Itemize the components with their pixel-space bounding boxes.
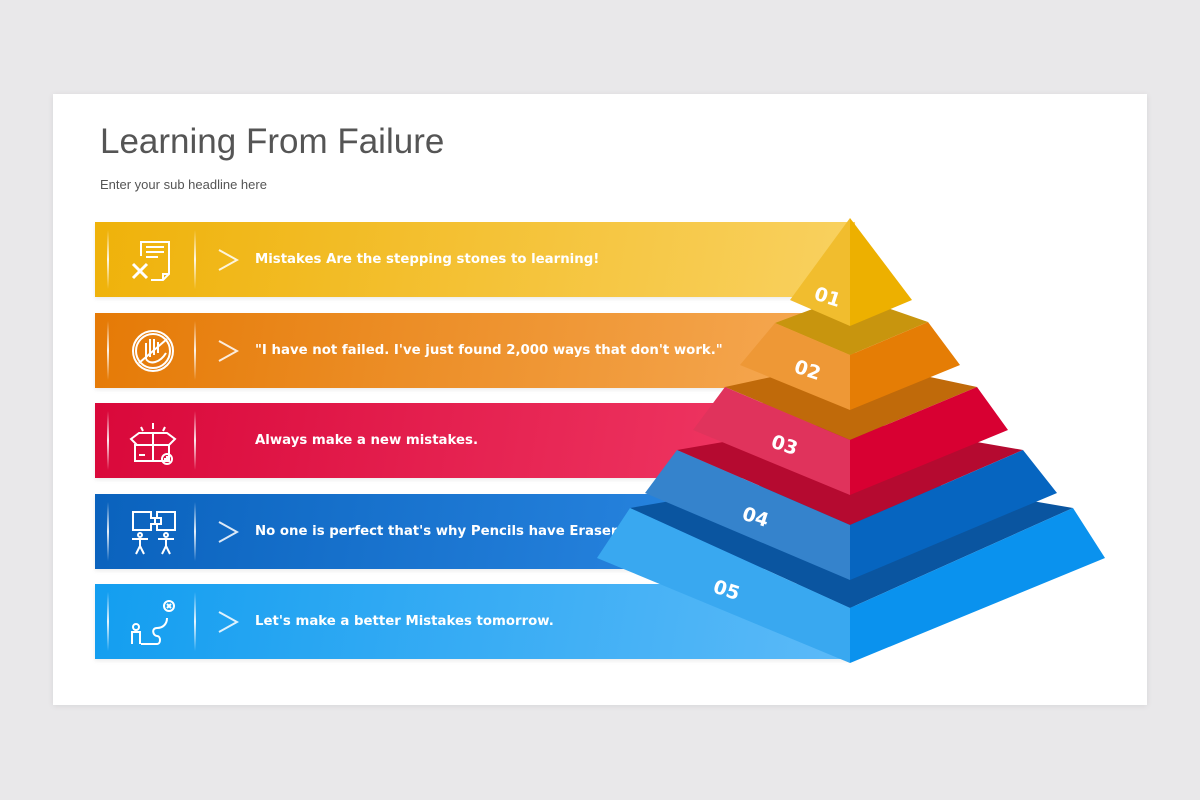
- divider: [194, 592, 196, 651]
- item-text: Always make a new mistakes.: [255, 433, 478, 448]
- divider: [107, 502, 109, 561]
- divider: [194, 230, 196, 289]
- page-title: Learning From Failure: [100, 122, 445, 161]
- divider: [107, 411, 109, 470]
- divider: [194, 502, 196, 561]
- pyramid-tier-01: 01: [790, 218, 912, 326]
- divider: [194, 411, 196, 470]
- item-text: "I have not failed. I've just found 2,00…: [255, 343, 723, 358]
- gift-box-stars-icon: [129, 423, 177, 465]
- divider: [107, 592, 109, 651]
- chevron-right-icon: [218, 611, 239, 633]
- item-text: Let's make a better Mistakes tomorrow.: [255, 614, 554, 629]
- item-text: No one is perfect that's why Pencils hav…: [255, 524, 631, 539]
- divider: [107, 230, 109, 289]
- list-item-01: Mistakes Are the stepping stones to lear…: [95, 222, 855, 297]
- person-path-x-icon: [131, 600, 175, 645]
- divider: [107, 321, 109, 380]
- chevron-right-icon: [218, 340, 239, 362]
- list-item-02: "I have not failed. I've just found 2,00…: [95, 313, 855, 388]
- puzzle-people-icon: [132, 511, 176, 555]
- chevron-right-icon: [218, 249, 239, 271]
- subtitle: Enter your sub headline here: [100, 177, 267, 192]
- document-x-icon: [131, 241, 170, 281]
- chevron-right-icon: [218, 521, 239, 543]
- divider: [194, 321, 196, 380]
- item-text: Mistakes Are the stepping stones to lear…: [255, 252, 600, 267]
- no-hand-icon: [132, 330, 174, 372]
